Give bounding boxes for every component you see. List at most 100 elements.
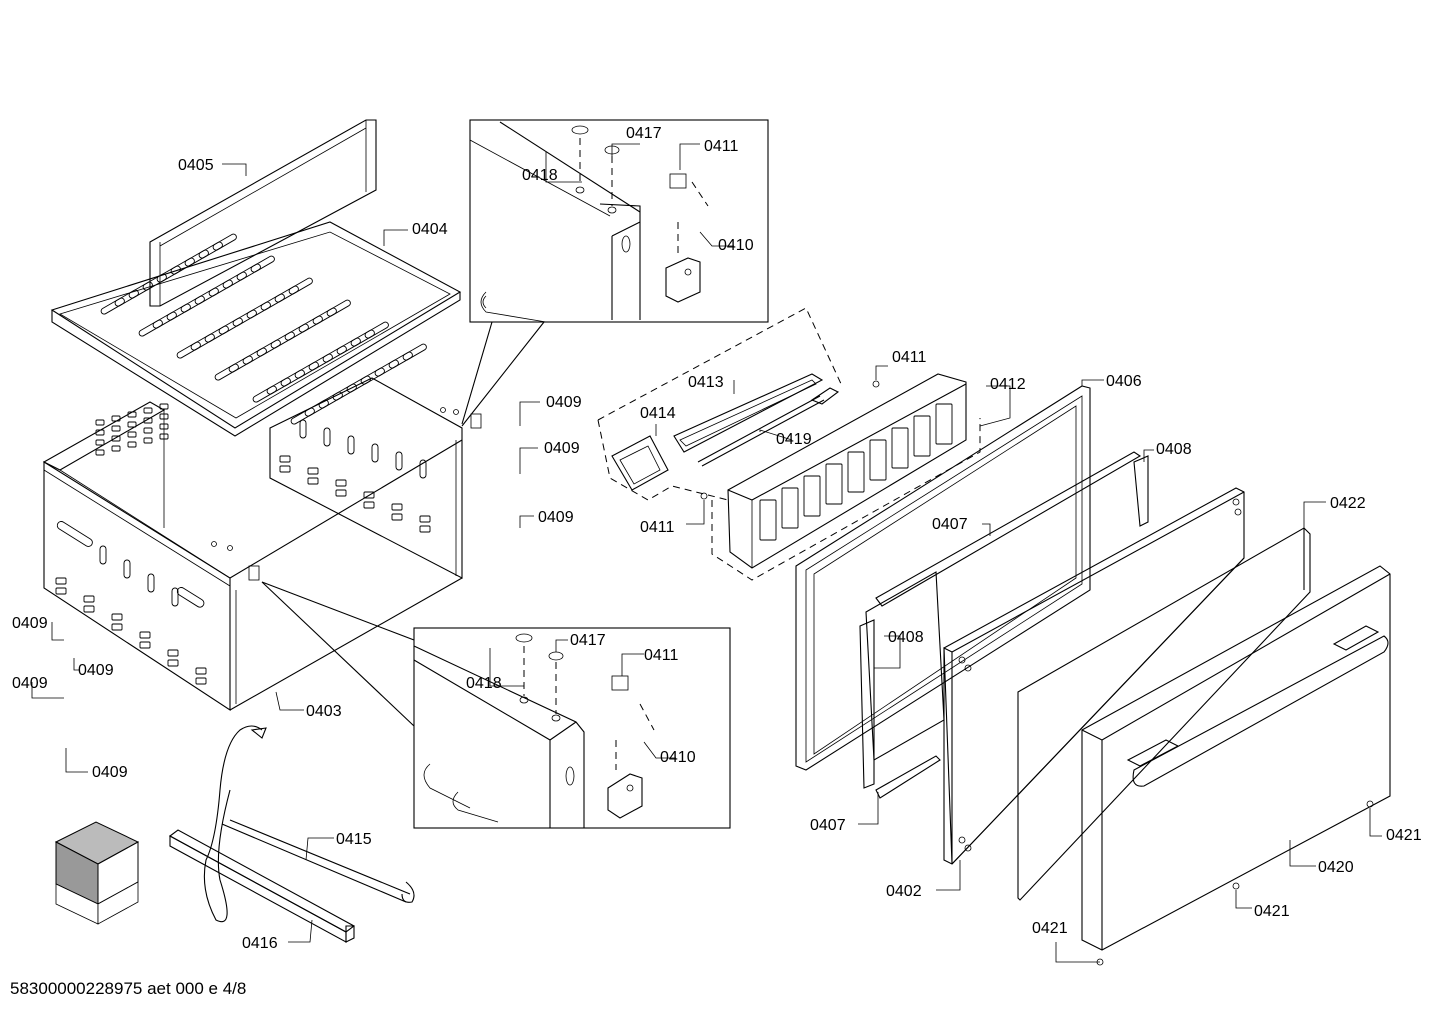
shelf-slot bbox=[166, 303, 191, 321]
callout-0411-d: 0411 bbox=[640, 519, 675, 536]
callout-0410-b: 0410 bbox=[660, 749, 696, 766]
top-vent bbox=[159, 433, 169, 440]
orientation-cube-icon bbox=[54, 821, 140, 925]
callout-0422: 0422 bbox=[1330, 495, 1366, 512]
callout-0409-c: 0409 bbox=[538, 509, 574, 526]
side-vent bbox=[111, 613, 123, 621]
back-vent bbox=[363, 501, 375, 509]
shelf-slot bbox=[204, 325, 229, 343]
shelf-slot bbox=[256, 339, 281, 357]
callout-0403: 0403 bbox=[306, 703, 342, 720]
shelf-slot bbox=[270, 331, 295, 349]
top-vent bbox=[159, 423, 169, 430]
back-vent bbox=[335, 489, 347, 497]
side-vent bbox=[55, 577, 67, 585]
shelf-slot bbox=[232, 309, 257, 327]
callout-0416: 0416 bbox=[242, 935, 278, 952]
callout-0409-a: 0409 bbox=[546, 394, 582, 411]
shelf-slot bbox=[214, 363, 239, 381]
shelf-slot bbox=[152, 311, 177, 329]
shelf-slot bbox=[388, 351, 413, 369]
top-vent bbox=[95, 439, 105, 446]
side-slot bbox=[123, 559, 131, 579]
leader-lines bbox=[31, 143, 1382, 963]
top-vent bbox=[95, 449, 105, 456]
callout-0409-b: 0409 bbox=[544, 440, 580, 457]
callout-0406: 0406 bbox=[1106, 373, 1142, 390]
callout-0418-a: 0418 bbox=[522, 167, 558, 184]
callout-0402: 0402 bbox=[886, 883, 922, 900]
back-vent bbox=[335, 479, 347, 487]
shelf-slot bbox=[288, 277, 313, 295]
back-vent bbox=[279, 455, 291, 463]
callout-0407-a: 0407 bbox=[932, 516, 968, 533]
top-vent bbox=[95, 419, 105, 426]
shelf-slot bbox=[176, 341, 201, 359]
back-vent bbox=[307, 467, 319, 475]
back-slot bbox=[323, 427, 331, 447]
panel-cell bbox=[847, 451, 865, 493]
top-vent bbox=[143, 437, 153, 444]
back-vent bbox=[419, 525, 431, 533]
back-slot bbox=[299, 419, 307, 439]
callout-0409-d: 0409 bbox=[12, 615, 48, 632]
shelf-slot bbox=[208, 279, 233, 297]
shelf-slot bbox=[318, 391, 343, 409]
shelf-slot bbox=[218, 317, 243, 335]
shelf-slot bbox=[280, 369, 305, 387]
back-vent bbox=[279, 465, 291, 473]
callout-0421-b: 0421 bbox=[1254, 903, 1290, 920]
callout-0404: 0404 bbox=[412, 221, 448, 238]
shelf-slot bbox=[326, 299, 351, 317]
top-vent bbox=[143, 417, 153, 424]
top-vent bbox=[111, 445, 121, 452]
shelf-slot bbox=[298, 315, 323, 333]
top-vent bbox=[111, 425, 121, 432]
top-vent bbox=[111, 435, 121, 442]
shelf-slot bbox=[284, 323, 309, 341]
control-panel-assembly bbox=[597, 307, 981, 581]
shelf-rack bbox=[50, 221, 462, 437]
shelf-slot bbox=[402, 343, 427, 361]
callout-0417-a: 0417 bbox=[626, 125, 662, 142]
back-slot bbox=[395, 451, 403, 471]
shelf-slot bbox=[304, 399, 329, 417]
shelf-slot bbox=[252, 385, 277, 403]
callout-0410-a: 0410 bbox=[718, 237, 754, 254]
callout-0411-a: 0411 bbox=[704, 138, 739, 155]
callout-0412: 0412 bbox=[990, 376, 1026, 393]
callout-0417-b: 0417 bbox=[570, 632, 606, 649]
side-vent bbox=[139, 631, 151, 639]
back-vent bbox=[391, 503, 403, 511]
side-slot bbox=[147, 573, 155, 593]
back-vent bbox=[391, 513, 403, 521]
shelf-slot bbox=[180, 295, 205, 313]
front-door bbox=[1081, 565, 1391, 966]
callout-0405: 0405 bbox=[178, 157, 214, 174]
top-vent bbox=[95, 429, 105, 436]
back-slot bbox=[371, 443, 379, 463]
side-vent bbox=[195, 677, 207, 685]
panel-cell bbox=[869, 439, 887, 481]
panel-cell bbox=[803, 475, 821, 517]
shelf-slot bbox=[322, 345, 347, 363]
shelf-slot bbox=[308, 353, 333, 371]
shelf-slot bbox=[190, 333, 215, 351]
document-id: 58300000228975 aet 000 e 4/8 bbox=[10, 979, 247, 998]
back-vent bbox=[307, 477, 319, 485]
top-vent bbox=[127, 431, 137, 438]
top-vent bbox=[143, 427, 153, 434]
side-slot-long bbox=[56, 521, 93, 547]
shelf-slot bbox=[242, 347, 267, 365]
callout-0407-b: 0407 bbox=[810, 817, 846, 834]
panel-cell bbox=[781, 487, 799, 529]
top-vent bbox=[127, 441, 137, 448]
shelf-slot bbox=[184, 249, 209, 267]
callout-0409-e: 0409 bbox=[78, 662, 114, 679]
side-vent bbox=[167, 659, 179, 667]
panel-cell bbox=[913, 415, 931, 457]
shelf-slot bbox=[312, 307, 337, 325]
back-divider bbox=[149, 119, 377, 307]
shelf-slot bbox=[336, 337, 361, 355]
back-slot bbox=[347, 435, 355, 455]
